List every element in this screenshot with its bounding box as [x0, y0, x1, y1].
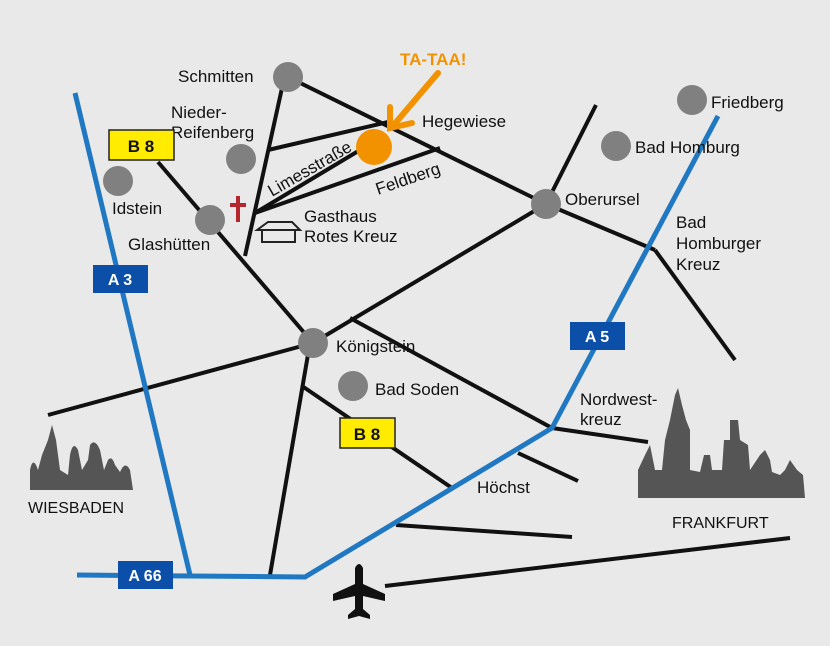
road-reifenberg-hegewiese — [267, 120, 389, 152]
town-dot-oberursel — [531, 189, 561, 219]
sign-b8-north: B 8 — [108, 129, 175, 161]
town-dot-bad-soden — [338, 371, 368, 401]
sign-a5: A 5 — [570, 322, 625, 350]
highway-a3 — [72, 92, 193, 576]
cross-icon — [230, 196, 246, 222]
town-dot-glashuetten — [195, 205, 225, 235]
road-koenigstein-south — [268, 342, 312, 576]
label-bad-homburger-kreuz-1: Bad — [676, 213, 706, 232]
airplane-icon — [333, 564, 385, 619]
road-south — [395, 523, 573, 539]
label-glashuetten: Glashütten — [128, 235, 210, 254]
arrow-icon — [387, 70, 441, 132]
label-idstein: Idstein — [112, 199, 162, 218]
highways — [72, 92, 721, 580]
label-bad-homburger-kreuz-2: Homburger — [676, 234, 761, 253]
svg-text:A 5: A 5 — [585, 329, 609, 346]
road-schmitten-south — [243, 87, 284, 257]
town-dot-idstein — [103, 166, 133, 196]
local-roads — [47, 75, 791, 588]
road-b8-glashuetten-koenigstein — [156, 160, 315, 345]
town-dot-koenigstein — [298, 328, 328, 358]
label-bad-soden: Bad Soden — [375, 380, 459, 399]
label-gasthaus-1: Gasthaus — [304, 207, 377, 226]
label-nieder-reifenberg-1: Nieder- — [171, 103, 227, 122]
svg-text:B 8: B 8 — [128, 137, 154, 156]
callout-ta-taa: TA-TAA! — [400, 50, 466, 69]
svg-text:A 66: A 66 — [128, 568, 161, 585]
road-airport-frankfurt — [384, 536, 791, 588]
road-oberursel-kreuz — [545, 202, 656, 252]
road-hoechst-east — [517, 451, 579, 483]
label-nordwestkreuz-2: kreuz — [580, 410, 622, 429]
road-feldberg — [254, 146, 441, 215]
label-schmitten: Schmitten — [178, 67, 254, 86]
town-dot-friedberg — [677, 85, 707, 115]
label-oberursel: Oberursel — [565, 190, 640, 209]
road-oberursel-north — [544, 104, 598, 205]
house-icon — [253, 221, 303, 243]
destination-marker[interactable] — [356, 129, 392, 165]
label-hoechst: Höchst — [477, 478, 530, 497]
sign-b8-south: B 8 — [339, 417, 396, 449]
sign-a3: A 3 — [93, 265, 148, 293]
label-bad-homburger-kreuz-3: Kreuz — [676, 255, 720, 274]
town-dot-schmitten — [273, 62, 303, 92]
road-wiesbaden-koenigstein — [47, 341, 314, 417]
wiesbaden-skyline — [30, 425, 133, 490]
label-nieder-reifenberg-2: Reifenberg — [171, 123, 254, 142]
town-dot-nieder-reifenberg — [226, 144, 256, 174]
towns: Schmitten Nieder- Reifenberg Hegewiese I… — [103, 62, 784, 497]
road-limesstrasse — [253, 148, 362, 215]
frankfurt-skyline — [638, 388, 805, 498]
label-nordwestkreuz-1: Nordwest- — [580, 390, 657, 409]
highway-a66-a5 — [76, 114, 721, 580]
label-frankfurt: FRANKFURT — [672, 515, 769, 532]
svg-text:A 3: A 3 — [108, 272, 132, 289]
label-friedberg: Friedberg — [711, 93, 784, 112]
label-bad-homburg: Bad Homburg — [635, 138, 740, 157]
road-nordwestkreuz-frankfurt — [551, 426, 649, 444]
label-koenigstein: Königstein — [336, 337, 415, 356]
svg-text:B 8: B 8 — [354, 425, 380, 444]
label-gasthaus-2: Rotes Kreuz — [304, 227, 398, 246]
road-koenigstein-nordwestkreuz — [349, 316, 553, 430]
sign-a66: A 66 — [118, 561, 173, 589]
town-dot-bad-homburg — [601, 131, 631, 161]
label-wiesbaden: WIESBADEN — [28, 500, 124, 517]
road-schmitten-oberursel — [287, 75, 547, 206]
label-hegewiese: Hegewiese — [422, 112, 506, 131]
road-kreuz-southeast — [653, 248, 737, 362]
